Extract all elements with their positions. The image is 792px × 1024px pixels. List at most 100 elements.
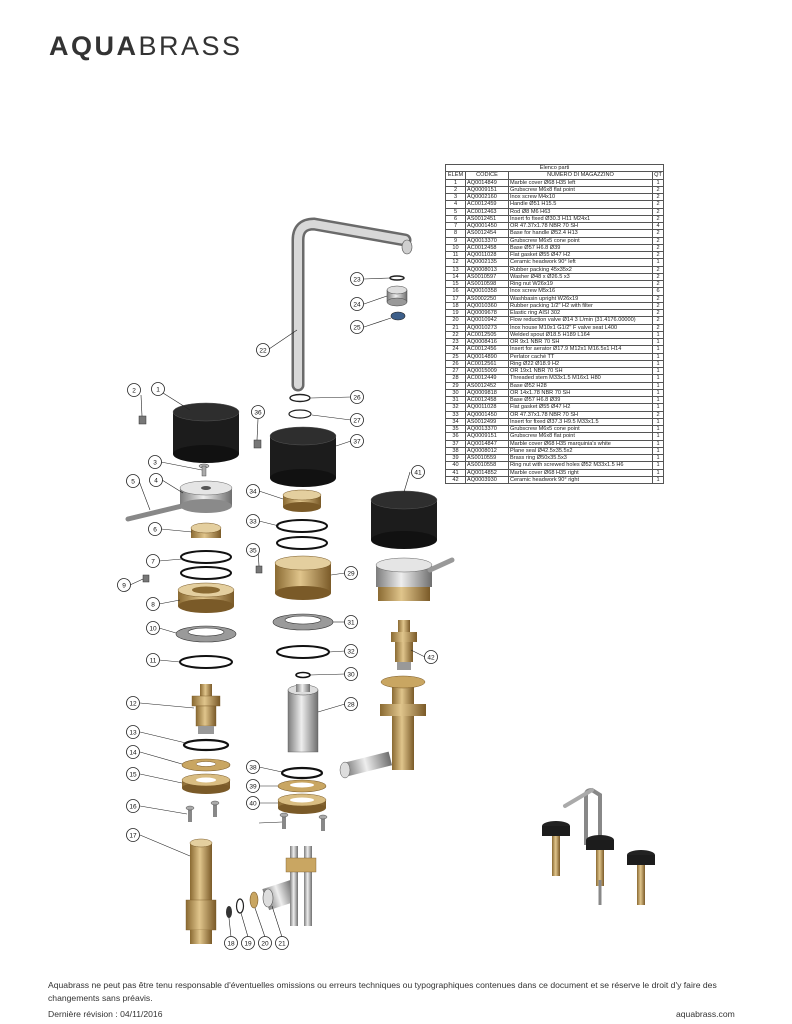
cell-name: Flat gasket Ø55 Ø47 H2 [508,403,653,412]
callout-38: 38 [246,760,260,774]
callout-number: 24 [353,301,361,308]
callout-number: 14 [129,749,137,756]
inox-screw-part [198,463,210,477]
o-ring-part [295,671,311,679]
cell-name: Insert fo fixed Ø30.3 H11 M24x1 [508,214,653,224]
cell-code: AQ0002160 [465,192,509,202]
callout-18: 18 [224,936,238,950]
cell-qty: 1 [652,424,664,434]
cell-code: AQ0015009 [465,366,509,376]
cell-code: AQ0014890 [465,352,509,361]
website-link[interactable]: aquabrass.com [676,1009,735,1019]
flat-gasket-part [179,655,233,669]
cell-code: AS0002250 [465,294,509,303]
callout-29: 29 [344,566,358,580]
o-ring-part [276,519,328,533]
callout-number: 28 [347,701,355,708]
cell-qty: 2 [652,323,664,332]
cell-code: AQ0008012 [465,446,509,456]
cell-elem: 13 [445,265,466,274]
grubscrew-part [253,439,262,449]
callout-number: 33 [249,518,257,525]
callout-number: 26 [353,394,361,401]
header-qty: QT [652,171,664,180]
cell-code: AQ0009151 [465,432,509,441]
callout-6: 6 [148,522,162,536]
cell-elem: 1 [445,178,466,187]
cell-name: Inox screw M4x10 [508,192,653,202]
callout-number: 11 [150,657,157,664]
callout-number: 31 [347,619,355,626]
cell-elem: 26 [445,359,466,369]
cell-code: AS0010598 [465,279,509,289]
cell-qty: 1 [652,359,664,369]
insert-part [282,489,322,512]
marble-cover-right [370,490,438,549]
callout-36: 36 [251,405,265,419]
cell-qty: 2 [652,265,664,274]
cell-qty: 2 [652,243,664,253]
callout-39: 39 [246,779,260,793]
cell-name: Perlator caché TT [508,352,653,361]
cell-elem: 31 [445,395,466,405]
cell-qty: 1 [652,388,664,398]
callout-number: 25 [353,324,361,331]
cell-name: Grubscrew M6x5 cone point [508,424,653,434]
cell-code: AQ0010358 [465,287,509,296]
cell-elem: 41 [445,468,466,477]
right-valve-top [375,557,455,601]
handle-part [179,480,233,513]
cell-qty: 1 [652,337,664,347]
callout-3: 3 [148,455,162,469]
rod-part [125,502,189,522]
cell-elem: 40 [445,461,466,470]
cell-name: OR 14x1.78 NBR 70 SH [508,388,653,398]
cell-qty: 1 [652,330,664,340]
callout-number: 42 [427,654,435,661]
callout-number: 17 [129,832,137,839]
callout-number: 23 [353,276,361,283]
callout-12: 12 [126,696,140,710]
cell-qty: 1 [652,432,664,441]
cell-code: AQ0010273 [465,323,509,332]
callout-17: 17 [126,828,140,842]
cell-name: Ring Ø22 Ø18.9 H2 [508,359,653,369]
cell-name: Grubscrew M6x5 cone point [508,236,653,245]
cell-code: AS0010558 [465,461,509,470]
leader-lines [129,277,426,938]
cell-qty: 1 [652,258,664,267]
callout-number: 2 [132,387,136,394]
cell-code: AQ0003930 [465,475,509,485]
cell-qty: 1 [652,417,664,427]
cell-name: Washer Ø48 x Ø26.5 x3 [508,272,653,282]
cell-elem: 38 [445,446,466,456]
cell-code: AQ0011028 [465,403,509,412]
callout-number: 34 [249,488,257,495]
cell-qty: 2 [652,236,664,245]
cell-code: AQ0011028 [465,250,509,260]
screw-part [318,814,328,831]
cell-qty: 6 [652,287,664,296]
cell-name: Ring nut W26x19 [508,279,653,289]
cell-qty: 1 [652,366,664,376]
callout-number: 19 [244,940,252,947]
rubber-packing-part [226,906,232,918]
base-ring-part [272,613,334,631]
cell-qty: 2 [652,229,664,238]
callout-number: 30 [347,671,355,678]
cell-name: Grubscrew M6x8 flat point [508,185,653,195]
callout-number: 20 [261,940,269,947]
